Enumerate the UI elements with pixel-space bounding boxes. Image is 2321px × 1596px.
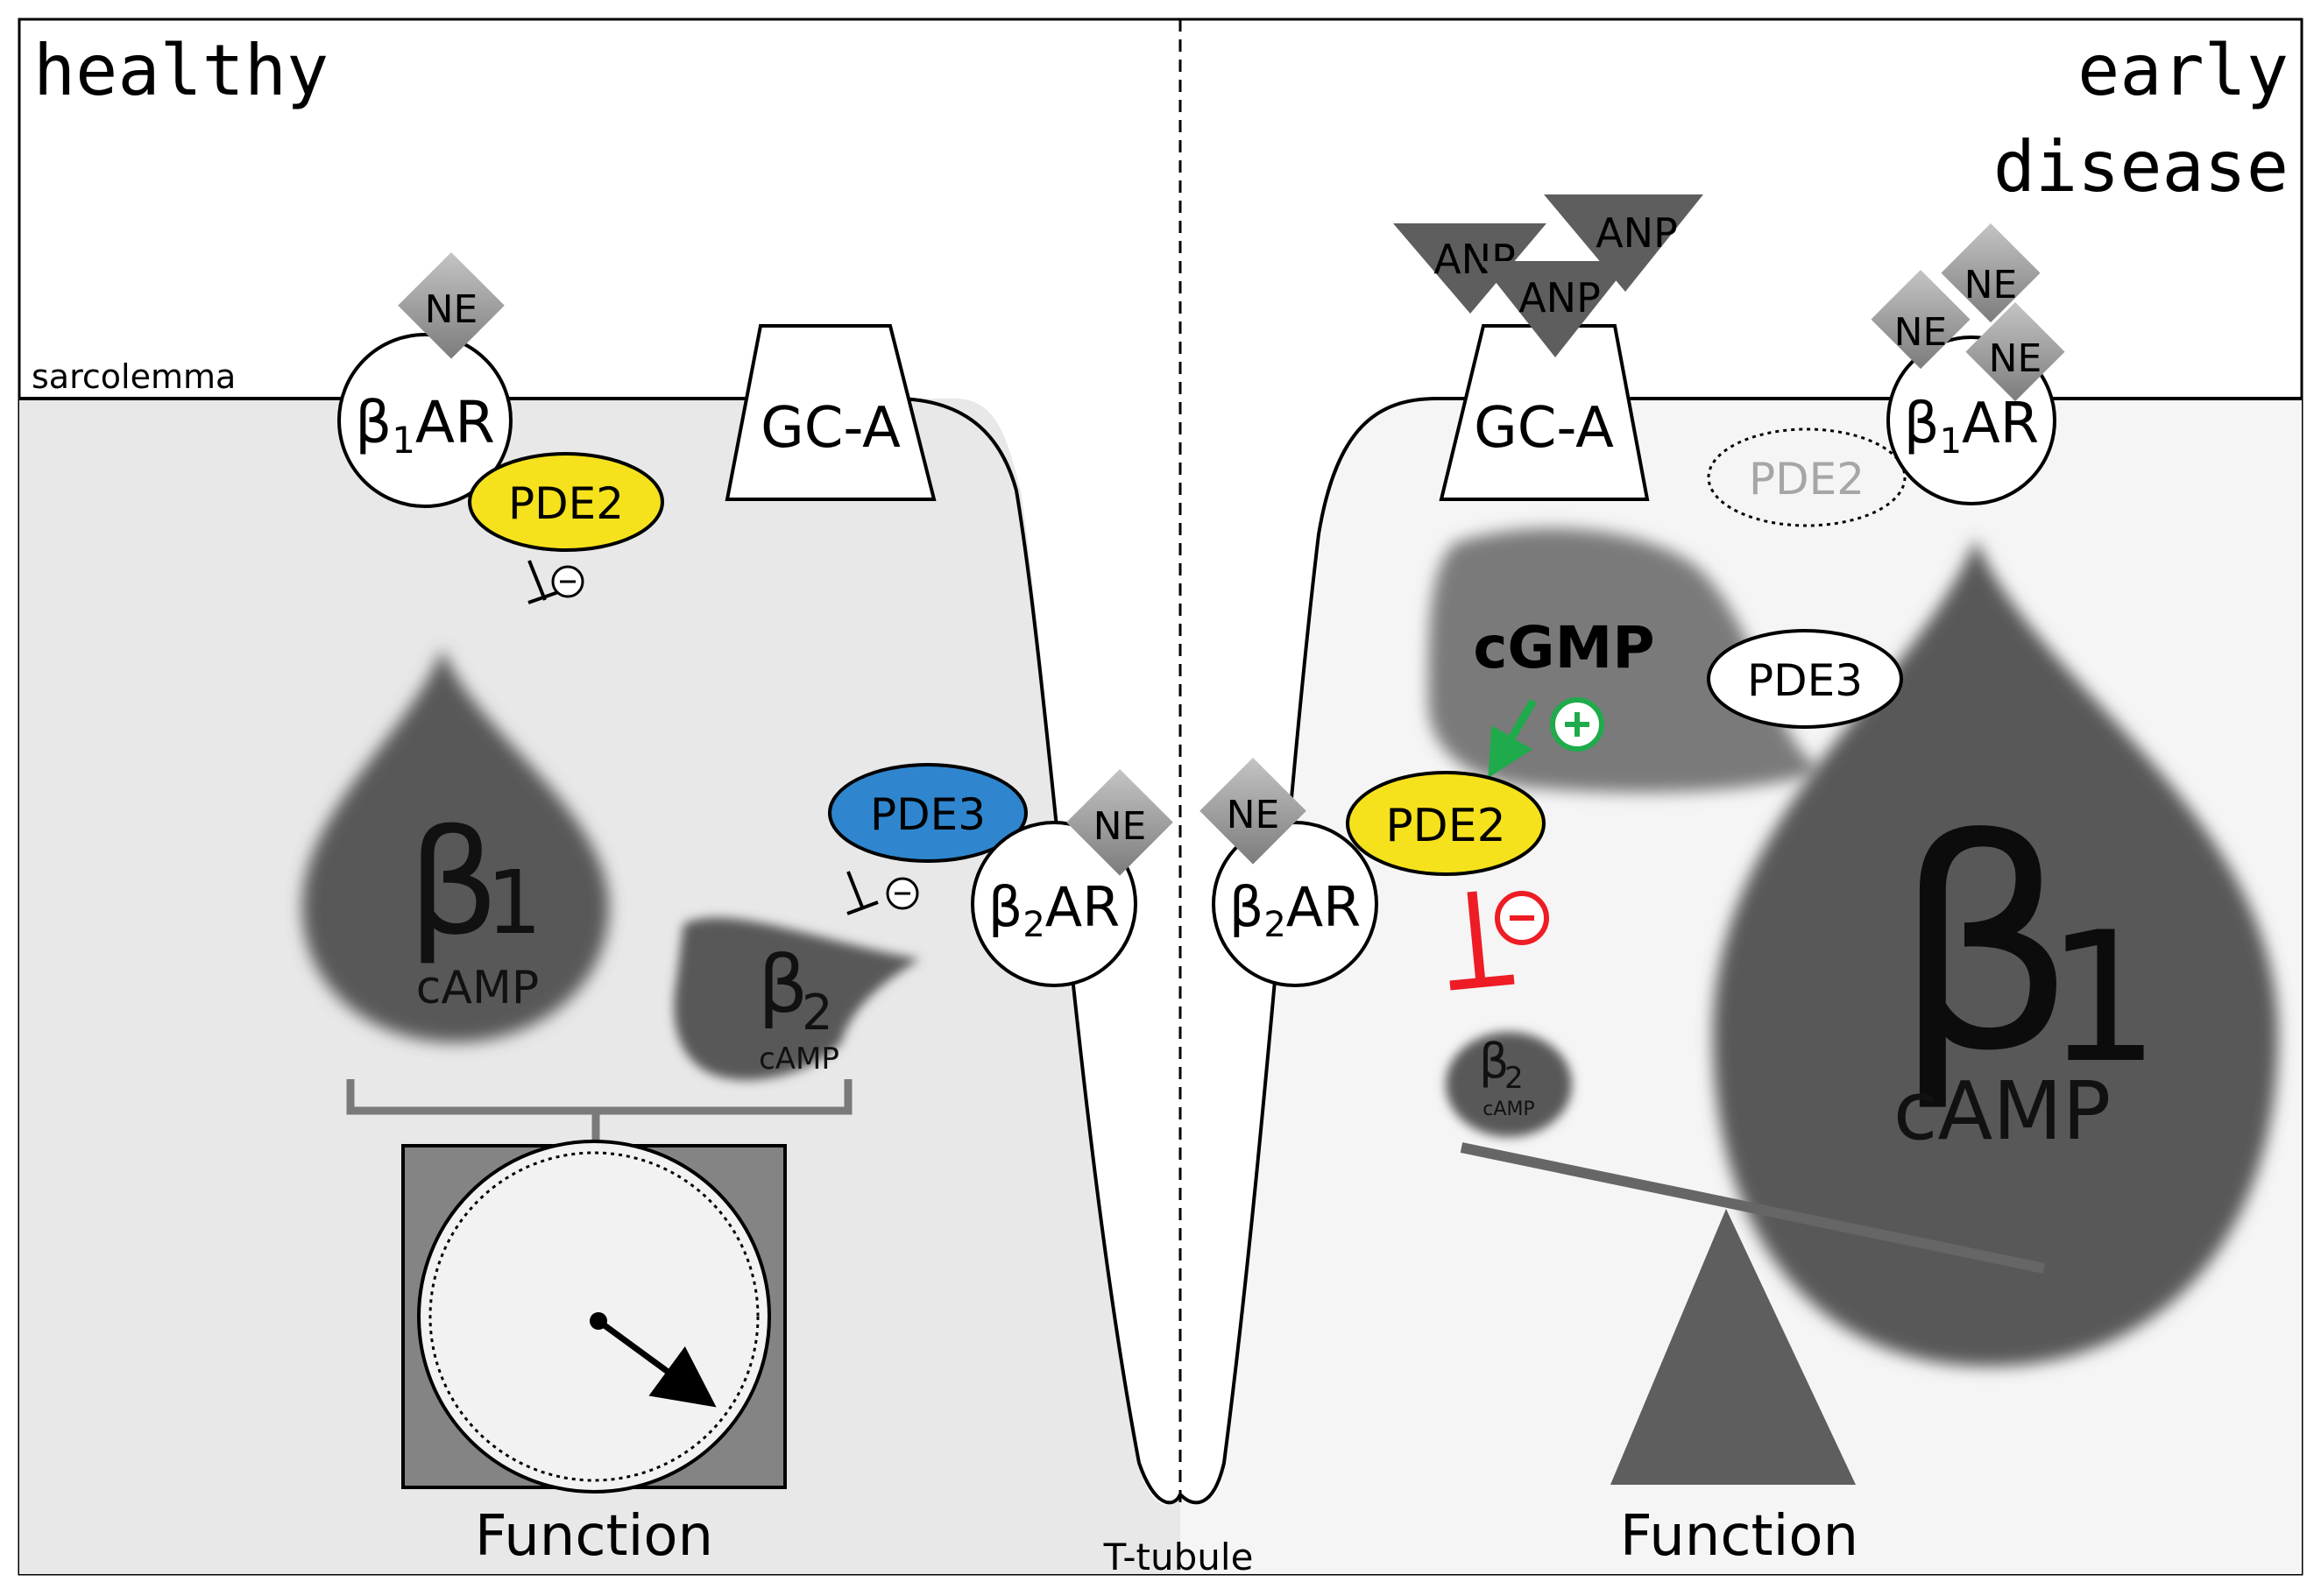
ne-ligand-disease-2 xyxy=(1941,223,2041,323)
ne-label-beta2-disease: NE xyxy=(1227,793,1280,837)
beta2ar-disease-greek: β xyxy=(1229,875,1264,939)
pde2-disease-active-label: PDE2 xyxy=(1385,800,1505,852)
function-label-healthy: Function xyxy=(475,1504,713,1569)
pde3-healthy-label: PDE3 xyxy=(870,789,986,840)
beta2ar-healthy-sub: 2 xyxy=(1023,905,1044,945)
pde2-disease-active xyxy=(1346,771,1546,876)
beta2-disease-sub: 2 xyxy=(1504,1061,1524,1096)
beta1ar-healthy-greek: β xyxy=(355,389,392,456)
beta1ar-healthy-sub: 1 xyxy=(392,419,415,462)
beta2ar-disease-label: β2AR xyxy=(1229,875,1362,945)
pde3-healthy-inhibition xyxy=(846,871,879,915)
beta1ar-healthy-ar: AR xyxy=(415,389,495,456)
function-gauge-pivot xyxy=(590,1312,607,1330)
beta1ar-healthy-label: β1AR xyxy=(355,389,495,462)
ne-ligand-beta1-healthy xyxy=(398,252,505,359)
beta2-disease-greek: β xyxy=(1479,1034,1509,1089)
function-gauge-inner-ring xyxy=(428,1151,760,1482)
beta2ar-receptor-disease xyxy=(1212,821,1378,987)
beta2ar-disease-ar: AR xyxy=(1286,875,1362,939)
function-gauge-needle xyxy=(596,1318,717,1408)
anp-ligand-3 xyxy=(1479,261,1631,357)
beta2ar-healthy-ar: AR xyxy=(1045,875,1121,939)
gca-disease-label: GC-A xyxy=(1474,396,1614,461)
cell-interior-healthy xyxy=(19,399,1180,1574)
cgmp-stimulation-arrow xyxy=(1488,698,1537,779)
function-label-disease: Function xyxy=(1620,1504,1858,1569)
camp-beta2-disease-label: cAMP xyxy=(1482,1098,1534,1120)
title-early: early xyxy=(2077,30,2289,111)
ne-label-disease-3: NE xyxy=(1989,336,2042,381)
anp-label-3: ANP xyxy=(1518,274,1601,321)
pde2-disease-inhibition xyxy=(1449,891,1515,991)
beta2-healthy-sub: 2 xyxy=(802,985,833,1042)
seesaw-fulcrum xyxy=(1610,1209,1856,1485)
title-healthy: healthy xyxy=(33,30,329,111)
beta2ar-disease-sub: 2 xyxy=(1263,905,1285,945)
camp-beta1-healthy-label: cAMP xyxy=(416,962,539,1014)
seesaw-beam xyxy=(1460,1142,2046,1274)
pde2-healthy-label: PDE2 xyxy=(508,478,624,529)
beta1ar-disease-greek: β xyxy=(1904,392,1940,456)
title-disease: disease xyxy=(1993,126,2289,208)
ne-ligand-disease-3 xyxy=(1965,302,2065,402)
beta1-healthy-greek: β xyxy=(407,799,499,967)
pde2-healthy xyxy=(468,452,664,552)
camp-beta1-disease-label: cAMP xyxy=(1893,1064,2111,1158)
pde3-disease xyxy=(1707,629,1903,729)
beta2-healthy-greek: β xyxy=(758,939,808,1031)
beta1-healthy-sub: 1 xyxy=(486,851,542,954)
beta2ar-healthy-greek: β xyxy=(988,875,1023,939)
camp-beta2-healthy-label: cAMP xyxy=(759,1042,839,1077)
gca-receptor-healthy xyxy=(725,324,937,501)
pde2-disease-reduced xyxy=(1707,427,1907,527)
camp-pool-beta1-disease xyxy=(1713,539,2278,1366)
camp-pool-beta2-healthy xyxy=(674,917,920,1080)
cgmp-label: cGMP xyxy=(1473,614,1654,681)
beta1-disease-greek: β xyxy=(1893,779,2077,1115)
ne-label-disease-2: NE xyxy=(1964,263,2018,307)
beta1ar-disease-label: β1AR xyxy=(1904,392,2040,462)
t-tubule-label: T-tubule xyxy=(1103,1536,1254,1578)
beta2ar-receptor-healthy xyxy=(971,821,1137,987)
anp-ligand-2 xyxy=(1544,194,1703,292)
beta1ar-disease-ar: AR xyxy=(1962,392,2039,456)
sarcolemma-label: sarcolemma xyxy=(32,357,236,396)
ne-ligand-disease-1 xyxy=(1871,270,1971,370)
pde2-healthy-inhibition xyxy=(527,560,562,604)
beta1ar-receptor-healthy xyxy=(337,333,513,508)
ne-label-beta2-healthy: NE xyxy=(1093,804,1147,849)
anp-label-2: ANP xyxy=(1596,209,1678,257)
camp-pool-beta2-disease xyxy=(1446,1032,1572,1137)
beta1-disease-sub: 1 xyxy=(2046,894,2160,1103)
ne-label-disease-1: NE xyxy=(1894,310,1948,355)
ne-label-beta1-healthy: NE xyxy=(425,287,478,332)
beta2ar-healthy-label: β2AR xyxy=(988,875,1121,945)
camp-pool-beta1-healthy xyxy=(302,648,609,1042)
anp-ligand-1 xyxy=(1393,223,1546,314)
pde3-disease-label: PDE3 xyxy=(1747,655,1863,706)
pde2-disease-reduced-label: PDE2 xyxy=(1749,454,1865,505)
pde3-healthy xyxy=(828,763,1028,863)
gca-healthy-label: GC-A xyxy=(761,396,901,461)
cgmp-plus-mark xyxy=(1565,712,1589,737)
beta1ar-disease-sub: 1 xyxy=(1940,421,1962,462)
